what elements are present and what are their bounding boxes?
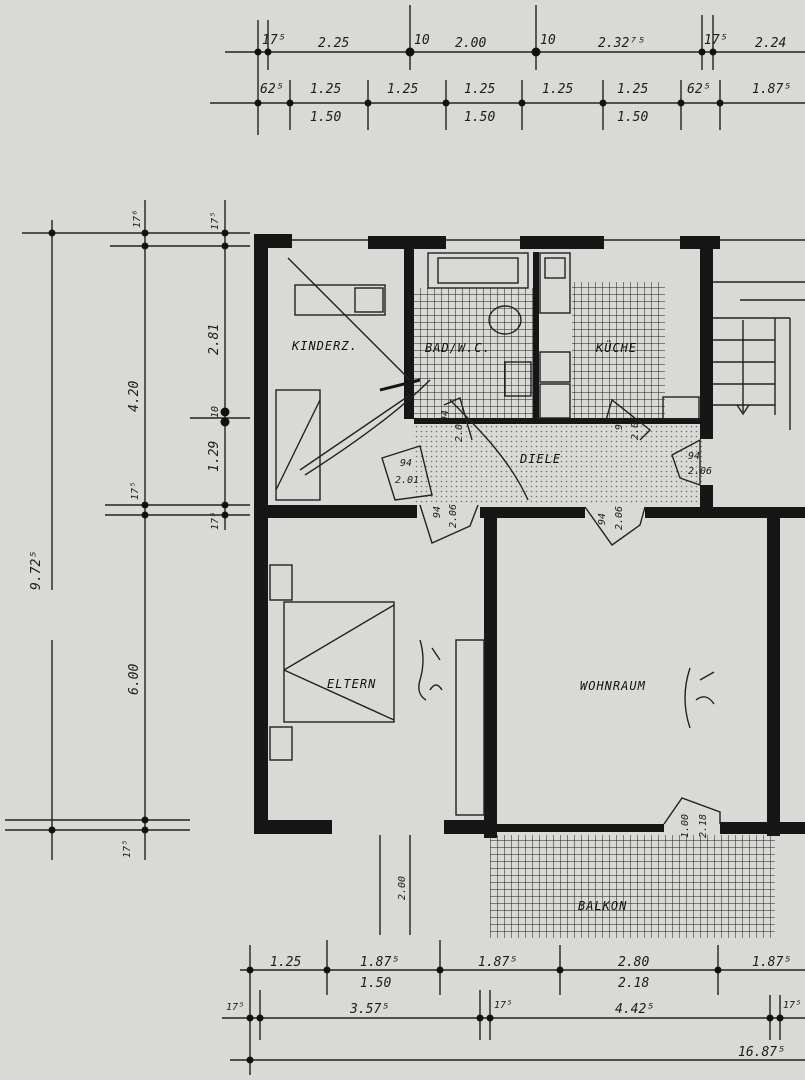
dim-top2-2: 1.25 — [310, 82, 341, 97]
dim-bottom-total: 16.87⁵ — [738, 1045, 785, 1060]
dim-bottom-3: 1.87⁵ — [478, 955, 517, 970]
door-5-height: 2.01 — [630, 416, 641, 440]
dim-left-in-4: 1.29 — [207, 441, 222, 472]
left-dimension-lines: 9.72⁵ 17⁶ 4.20 17⁵ 6.00 17⁵ 17⁵ 2.81 10 … — [5, 200, 250, 860]
balcony-door-width: 1.00 — [680, 814, 691, 838]
handwritten-note-living — [684, 667, 715, 729]
dim-bottom2-2: 3.57⁵ — [349, 1002, 389, 1017]
dim-bottom2-5: 17⁵ — [783, 1000, 801, 1011]
dim-top2-8: 1.87⁵ — [752, 82, 791, 97]
door-2-height: 2.06 — [448, 504, 459, 528]
dim-left-mid-3: 17⁵ — [130, 482, 141, 500]
balcony-door-height: 2.18 — [698, 814, 709, 838]
dim-bottom-1b-2: 2.18 — [618, 976, 649, 991]
dim-left-in-3: 10 — [210, 406, 221, 418]
dim-left-mid-1: 17⁶ — [132, 210, 143, 228]
dim-top3-1: 1.50 — [310, 110, 341, 125]
dim-top3-3: 1.50 — [617, 110, 648, 125]
dim-bottom-4: 2.80 — [618, 955, 649, 970]
door-6-width: 94 — [688, 451, 700, 462]
dim-left-mid-2: 4.20 — [127, 381, 142, 412]
dim-left-mid-5: 17⁵ — [122, 840, 133, 858]
dim-top-2: 2.25 — [318, 36, 349, 51]
dim-top2-5: 1.25 — [542, 82, 573, 97]
dim-bottom-2: 1.87⁵ — [360, 955, 399, 970]
kitchen-tiles — [572, 282, 665, 420]
door-dimensions: 94 2.01 94 2.06 94 2.06 94 2.06 94 2.01 … — [379, 410, 712, 935]
door-5-width: 94 — [614, 418, 625, 430]
dim-top-3: 10 — [414, 33, 430, 48]
door-1-height: 2.01 — [395, 475, 419, 486]
fixtures — [269, 252, 805, 816]
door-3-height: 2.06 — [614, 506, 625, 530]
room-label-kitchen: KÜCHE — [595, 339, 637, 355]
walls — [254, 234, 805, 838]
door-4-height: 2.06 — [454, 418, 465, 442]
room-label-hall: DIELE — [519, 452, 561, 466]
room-label-kinderzimmer: KINDERZ. — [291, 339, 358, 353]
dim-top-5: 10 — [540, 33, 556, 48]
dim-bottom2-4: 4.42⁵ — [615, 1002, 654, 1017]
dim-bottom2-1: 17⁵ — [226, 1002, 244, 1013]
balcony-depth: 2.00 — [397, 876, 408, 900]
room-label-bathroom: BAD/W.C. — [425, 341, 491, 355]
dim-bottom-1: 1.25 — [270, 955, 301, 970]
dim-top2-1: 62⁵ — [260, 82, 283, 97]
dim-bottom-5: 1.87⁵ — [752, 955, 791, 970]
dim-left-in-1: 17⁵ — [210, 212, 221, 230]
dim-top-1: 17⁵ — [262, 33, 285, 48]
dim-left-total: 9.72⁵ — [29, 551, 44, 590]
dim-top2-7: 62⁵ — [687, 82, 710, 97]
balcony-tiles — [490, 835, 775, 938]
door-3-width: 94 — [597, 513, 608, 525]
top-dimension-lines: 17⁵ 2.25 10 2.00 10 2.32⁷⁵ 17⁵ 2.24 62⁵ … — [210, 5, 805, 135]
door-4-width: 94 — [440, 410, 451, 422]
handwritten-note-bedroom — [418, 639, 443, 701]
room-label-living-room: WOHNRAUM — [580, 679, 646, 693]
door-1-width: 94 — [400, 458, 412, 469]
door-swings — [381, 397, 721, 825]
dim-top-4: 2.00 — [455, 36, 486, 51]
dim-top-6: 2.32⁷⁵ — [598, 36, 645, 51]
dim-top2-4: 1.25 — [464, 82, 495, 97]
room-label-bedroom: ELTERN — [327, 677, 376, 691]
bottom-dimension-lines: 1.25 1.87⁵ 1.87⁵ 2.80 1.87⁵ 1.50 2.18 17… — [222, 940, 805, 1075]
dim-top-7: 17⁵ — [704, 33, 727, 48]
dim-left-in-5: 17⁵ — [210, 512, 221, 530]
door-6-height: 2.06 — [688, 466, 712, 477]
door-2-width: 94 — [432, 506, 443, 518]
dim-top3-2: 1.50 — [464, 110, 495, 125]
room-label-balcony: BALKON — [578, 899, 627, 913]
dim-top2-3: 1.25 — [387, 82, 418, 97]
dim-bottom-1b-1: 1.50 — [360, 976, 391, 991]
dim-left-in-2: 2.81 — [207, 324, 222, 355]
dim-bottom2-3: 17⁵ — [494, 1000, 512, 1011]
dim-left-mid-4: 6.00 — [127, 664, 142, 695]
dim-top2-6: 1.25 — [617, 82, 648, 97]
dim-top-8: 2.24 — [755, 36, 786, 51]
hall-floor — [412, 425, 702, 505]
